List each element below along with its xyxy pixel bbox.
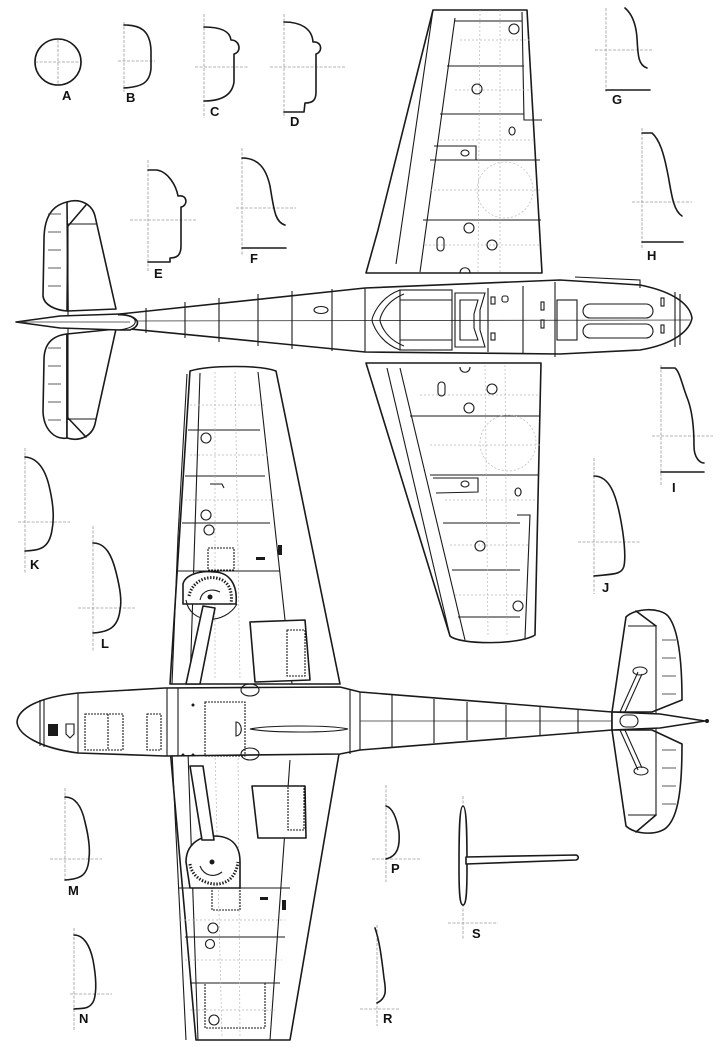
bottom-view-fuselage	[16, 683, 613, 761]
bottom-view-lower-wing	[169, 747, 341, 1041]
section-j: J	[578, 458, 640, 595]
section-b: B	[118, 22, 155, 105]
top-view-tailplane	[15, 200, 139, 440]
section-label-j: J	[602, 580, 609, 595]
section-label-p: P	[391, 861, 400, 876]
section-e: E	[130, 160, 196, 281]
section-label-f: F	[250, 251, 258, 266]
top-view-aircraft	[15, 9, 693, 644]
section-label-l: L	[101, 636, 109, 651]
section-d: D	[270, 14, 345, 129]
section-g: G	[595, 7, 652, 107]
section-label-s: S	[472, 926, 481, 941]
bottom-view-aircraft	[16, 365, 709, 1041]
section-label-m: M	[68, 883, 79, 898]
section-r: R	[360, 925, 400, 1026]
section-i: I	[652, 365, 713, 495]
section-label-e: E	[154, 266, 163, 281]
section-k: K	[18, 448, 70, 574]
section-s-antenna: S	[448, 796, 580, 941]
section-f: F	[236, 148, 296, 266]
section-label-h: H	[647, 248, 656, 263]
top-view-upper-wing	[365, 9, 543, 274]
section-l: L	[78, 526, 136, 652]
section-label-r: R	[383, 1011, 393, 1026]
section-h: H	[632, 128, 692, 263]
bottom-view-upper-wing	[169, 365, 341, 685]
section-label-d: D	[290, 114, 299, 129]
section-label-c: C	[210, 104, 220, 119]
section-label-n: N	[79, 1011, 88, 1026]
section-label-k: K	[30, 557, 40, 572]
top-view-fuselage	[119, 267, 693, 373]
section-label-a: A	[62, 88, 72, 103]
section-p: P	[372, 785, 420, 882]
section-n: N	[70, 928, 112, 1030]
bottom-view-tailplane	[611, 608, 709, 834]
section-label-b: B	[126, 90, 135, 105]
top-view-lower-wing	[365, 362, 542, 644]
section-m: M	[50, 788, 102, 898]
section-c: C	[195, 14, 248, 119]
section-a: A	[34, 38, 82, 103]
section-label-g: G	[612, 92, 622, 107]
section-label-i: I	[672, 480, 676, 495]
